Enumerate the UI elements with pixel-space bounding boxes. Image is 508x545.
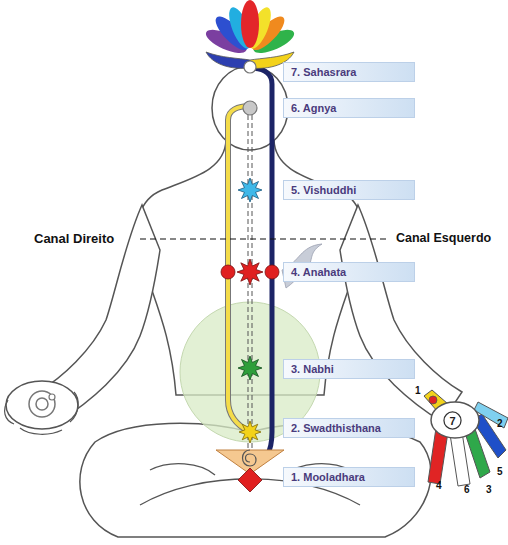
chakra-name: 6. Agnya xyxy=(291,102,336,114)
chakra-name: 1. Mooladhara xyxy=(291,471,365,483)
palm-swirl-dot xyxy=(49,394,55,400)
callout-number: 1 xyxy=(415,385,421,396)
left-fingers xyxy=(5,392,78,434)
chakra-name: 4. Anahata xyxy=(291,266,346,278)
lotus xyxy=(203,0,297,68)
callout-number: 2 xyxy=(497,418,503,429)
chakra-name: 2. Swadthisthana xyxy=(291,422,381,434)
chakra-name: 5. Vishuddhi xyxy=(291,184,356,196)
chakra-label-box: 3. Nabhi xyxy=(283,359,415,379)
kundalini-spiral xyxy=(243,450,257,466)
anahata-side-right xyxy=(265,265,279,279)
chakra-label-box: 6. Agnya xyxy=(283,98,415,118)
channel-divider xyxy=(140,238,388,239)
chakra-label-box: 7. Sahasrara xyxy=(283,62,415,82)
chakra-name: 3. Nabhi xyxy=(291,363,334,375)
sahasrara-symbol xyxy=(244,61,256,73)
right-palm xyxy=(431,402,479,438)
chakra-label-box: 4. Anahata xyxy=(283,262,415,282)
foot-left xyxy=(150,464,215,475)
mooladhara-symbol xyxy=(238,468,262,492)
swadhisthana-symbol xyxy=(239,421,261,443)
chakra-label-box: 1. Mooladhara xyxy=(283,467,415,487)
thumb-dot xyxy=(429,396,437,404)
chakra-label-box: 2. Swadthisthana xyxy=(283,418,415,438)
central-channel xyxy=(248,115,249,470)
palm-circle: 7 xyxy=(443,411,462,430)
chakra-label-box: 5. Vishuddhi xyxy=(283,180,415,200)
torso xyxy=(138,140,363,395)
anahata-symbol xyxy=(237,259,263,285)
left-palm xyxy=(6,381,78,429)
anahata-side-left xyxy=(221,265,235,279)
vishuddhi-symbol xyxy=(238,178,262,202)
lotus-bowl-left xyxy=(206,52,250,68)
channel-label: Canal Direito xyxy=(34,231,114,246)
callout-number: 6 xyxy=(464,484,470,495)
callout-number: 7 xyxy=(449,415,455,427)
nabhi-symbol xyxy=(238,356,262,380)
callout-number: 5 xyxy=(497,466,503,477)
head xyxy=(212,66,288,150)
callout-number: 3 xyxy=(486,484,492,495)
palm-swirl-outer xyxy=(29,391,55,417)
circle-shape xyxy=(444,412,461,429)
callout-number: 4 xyxy=(436,480,442,491)
chakra-name: 7. Sahasrara xyxy=(291,66,356,78)
central-channel xyxy=(252,115,253,470)
palm-swirl-inner xyxy=(36,398,48,410)
lotus-petal xyxy=(241,0,259,48)
agnya-symbol xyxy=(243,101,257,115)
channel-label: Canal Esquerdo xyxy=(396,231,491,245)
